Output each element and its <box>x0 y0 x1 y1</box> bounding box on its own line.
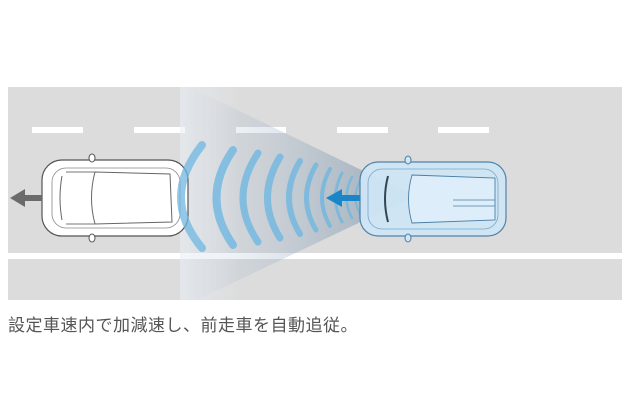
radar-detection-arrow-icon <box>326 189 362 207</box>
lead-car <box>359 155 507 243</box>
radar-detection-cone <box>190 87 415 300</box>
direction-arrow-icon <box>10 189 42 207</box>
caption: 設定車速内で加減速し、前走車を自動追従。 <box>8 316 358 336</box>
own-car <box>41 153 189 243</box>
cone-fade <box>180 87 240 300</box>
